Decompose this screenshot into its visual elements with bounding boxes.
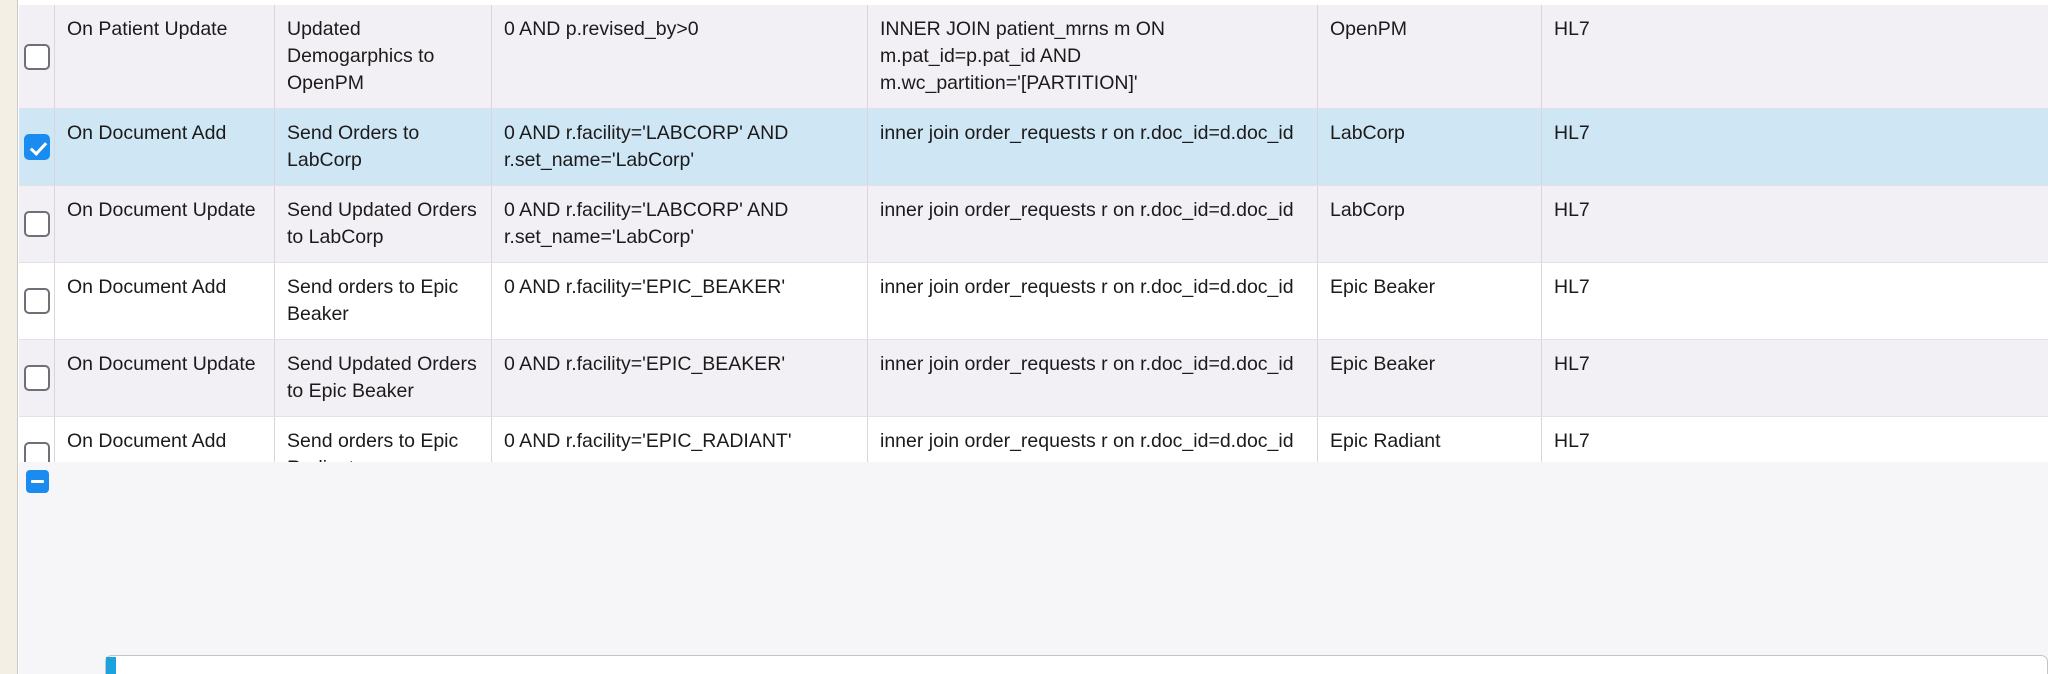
- cell-destination: Epic Radiant: [1318, 417, 1542, 493]
- row-select-cell[interactable]: [19, 109, 55, 185]
- cell-join: inner join order_requests r on r.doc_id=…: [868, 417, 1318, 493]
- cell-format: HL7: [1554, 353, 1590, 375]
- grid-footer-band: [19, 462, 2048, 674]
- cell-destination: LabCorp: [1318, 109, 1542, 185]
- checkbox-checked-icon[interactable]: [23, 134, 50, 160]
- detail-panel-accent-tab: [106, 657, 116, 674]
- cell-join: INNER JOIN patient_mrns m ON m.pat_id=p.…: [868, 5, 1318, 108]
- detail-panel[interactable]: [105, 655, 2048, 674]
- cell-condition: 0 AND r.facility='LABCORP' AND r.set_nam…: [492, 109, 868, 185]
- minus-icon[interactable]: [26, 470, 49, 493]
- cell-destination: Epic Beaker: [1318, 263, 1542, 339]
- cell-event: On Document Update: [55, 186, 275, 262]
- cell-format: HL7: [1554, 199, 1590, 221]
- cell-format: HL7: [1554, 430, 1590, 452]
- cell-description: Updated Demogarphics to OpenPM: [275, 5, 492, 108]
- cell-condition: 0 AND r.facility='LABCORP' AND r.set_nam…: [492, 186, 868, 262]
- cell-event: On Document Add: [55, 417, 275, 493]
- cell-condition: 0 AND p.revised_by>0: [492, 5, 868, 108]
- cell-description: Send Orders to LabCorp: [275, 109, 492, 185]
- cell-join: inner join order_requests r on r.doc_id=…: [868, 263, 1318, 339]
- cell-description: Send orders to Epic Beaker: [275, 263, 492, 339]
- row-select-cell[interactable]: [19, 5, 55, 108]
- cell-format: HL7: [1554, 18, 1590, 40]
- cell-event: On Document Update: [55, 340, 275, 416]
- cell-event: On Document Add: [55, 263, 275, 339]
- cell-condition: 0 AND r.facility='EPIC_RADIANT': [492, 417, 868, 493]
- cell-join: inner join order_requests r on r.doc_id=…: [868, 186, 1318, 262]
- cell-event: On Patient Update: [55, 5, 275, 108]
- cell-format: HL7: [1554, 276, 1590, 298]
- checkbox-unchecked-icon[interactable]: [23, 365, 50, 391]
- cell-join: inner join order_requests r on r.doc_id=…: [868, 109, 1318, 185]
- checkbox-unchecked-icon[interactable]: [23, 43, 50, 70]
- row-select-cell[interactable]: [19, 263, 55, 339]
- cell-condition: 0 AND r.facility='EPIC_BEAKER': [492, 340, 868, 416]
- cell-event: On Document Add: [55, 109, 275, 185]
- checkbox-unchecked-icon[interactable]: [23, 211, 50, 237]
- cell-join: inner join order_requests r on r.doc_id=…: [868, 340, 1318, 416]
- cell-description: Send Updated Orders to LabCorp: [275, 186, 492, 262]
- row-select-cell[interactable]: [19, 186, 55, 262]
- row-select-cell[interactable]: [19, 340, 55, 416]
- cell-condition: 0 AND r.facility='EPIC_BEAKER': [492, 263, 868, 339]
- cell-destination: Epic Beaker: [1318, 340, 1542, 416]
- cell-format: HL7: [1554, 122, 1590, 144]
- cell-destination: LabCorp: [1318, 186, 1542, 262]
- left-gutter-strip: [0, 0, 18, 674]
- cell-destination: OpenPM: [1318, 5, 1542, 108]
- checkbox-unchecked-icon[interactable]: [23, 288, 50, 314]
- cell-description: Send Updated Orders to Epic Beaker: [275, 340, 492, 416]
